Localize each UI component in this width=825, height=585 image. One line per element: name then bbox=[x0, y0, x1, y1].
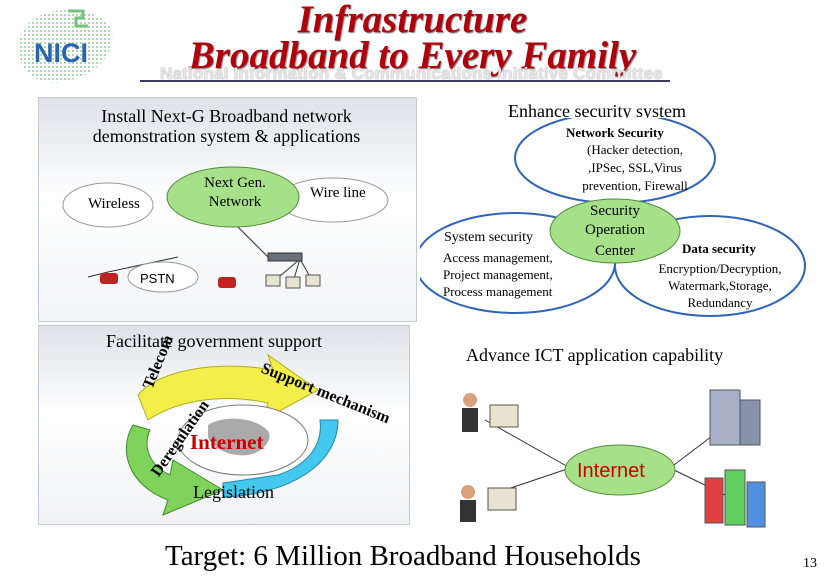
computer-icon bbox=[285, 276, 301, 289]
system-security-line-1: Access management, bbox=[443, 250, 553, 265]
next-gen-label-2: Network bbox=[208, 194, 262, 210]
data-security-line-1: Encryption/Decryption, bbox=[658, 261, 782, 276]
network-security-line-3: prevention, Firewall bbox=[582, 178, 688, 193]
government-internet-label: Internet bbox=[190, 430, 264, 454]
broadband-heading-1: Install Next-G Broadband network bbox=[101, 106, 352, 126]
network-hub-icon bbox=[267, 252, 303, 262]
pstn-cloud bbox=[127, 261, 199, 293]
city-buildings-icon bbox=[704, 477, 724, 524]
system-security-line-3: Process management bbox=[443, 284, 553, 299]
government-heading: Facilitate government support bbox=[106, 331, 322, 351]
government-cycle-diagram bbox=[125, 353, 339, 516]
network-diagram bbox=[62, 166, 389, 293]
page-number: 13 bbox=[803, 556, 817, 571]
user-body-icon bbox=[462, 408, 478, 432]
network-security-title: Network Security bbox=[566, 125, 664, 140]
subtitle: National Information & Communications In… bbox=[160, 64, 663, 83]
data-security-title: Data security bbox=[682, 241, 757, 256]
target-statement: Target: 6 Million Broadband Households bbox=[165, 540, 641, 572]
security-diagram bbox=[420, 118, 806, 317]
computer-icon bbox=[265, 274, 281, 287]
security-center-line-1: Security bbox=[590, 203, 640, 219]
office-building-icon bbox=[709, 389, 741, 446]
support-arrow bbox=[137, 353, 319, 422]
system-security-line-2: Project management, bbox=[443, 267, 553, 282]
system-security-title: System security bbox=[444, 230, 534, 245]
title-line-1: Infrastructure bbox=[297, 0, 528, 41]
header-rule bbox=[140, 80, 670, 82]
computer-icon bbox=[305, 274, 321, 287]
wireless-cloud bbox=[62, 182, 154, 228]
phone-icon bbox=[218, 277, 236, 288]
network-security-line-2: ,IPSec, SSL,Virus bbox=[588, 160, 682, 175]
network-security-line-1: (Hacker detection, bbox=[586, 142, 683, 157]
computer-icon bbox=[489, 404, 519, 428]
ict-diagram bbox=[460, 389, 766, 528]
title-line-2: Broadband to Every Family bbox=[188, 34, 637, 77]
wire-line-label: Wire line bbox=[310, 185, 366, 201]
pstn-label: PSTN bbox=[140, 271, 175, 286]
legislation-label: Legislation bbox=[193, 482, 274, 502]
next-gen-cloud bbox=[166, 166, 300, 228]
legislation-arrow bbox=[222, 419, 339, 498]
next-gen-label-1: Next Gen. bbox=[204, 175, 266, 191]
nici-logo: NICI bbox=[8, 6, 116, 88]
ict-internet-label: Internet bbox=[577, 460, 645, 482]
security-center-line-2: Operation bbox=[585, 222, 645, 238]
telecom-arrow bbox=[125, 424, 225, 516]
security-heading: Enhance security system bbox=[508, 101, 686, 121]
broadband-heading-2: demonstration system & applications bbox=[92, 126, 361, 146]
user-icon bbox=[463, 393, 477, 407]
user-icon bbox=[461, 485, 475, 499]
security-center-line-3: Center bbox=[595, 243, 635, 259]
data-security-line-2: Watermark,Storage, bbox=[668, 278, 772, 293]
internet-cloud bbox=[564, 444, 676, 496]
data-security-line-3: Redundancy bbox=[687, 295, 753, 310]
phone-icon bbox=[100, 273, 118, 284]
wireless-label: Wireless bbox=[88, 196, 140, 212]
user-body-icon bbox=[460, 500, 476, 522]
logo-text: NICI bbox=[34, 38, 88, 68]
computer-icon bbox=[487, 487, 517, 511]
security-center-cloud bbox=[549, 198, 681, 264]
ict-heading: Advance ICT application capability bbox=[466, 345, 724, 365]
